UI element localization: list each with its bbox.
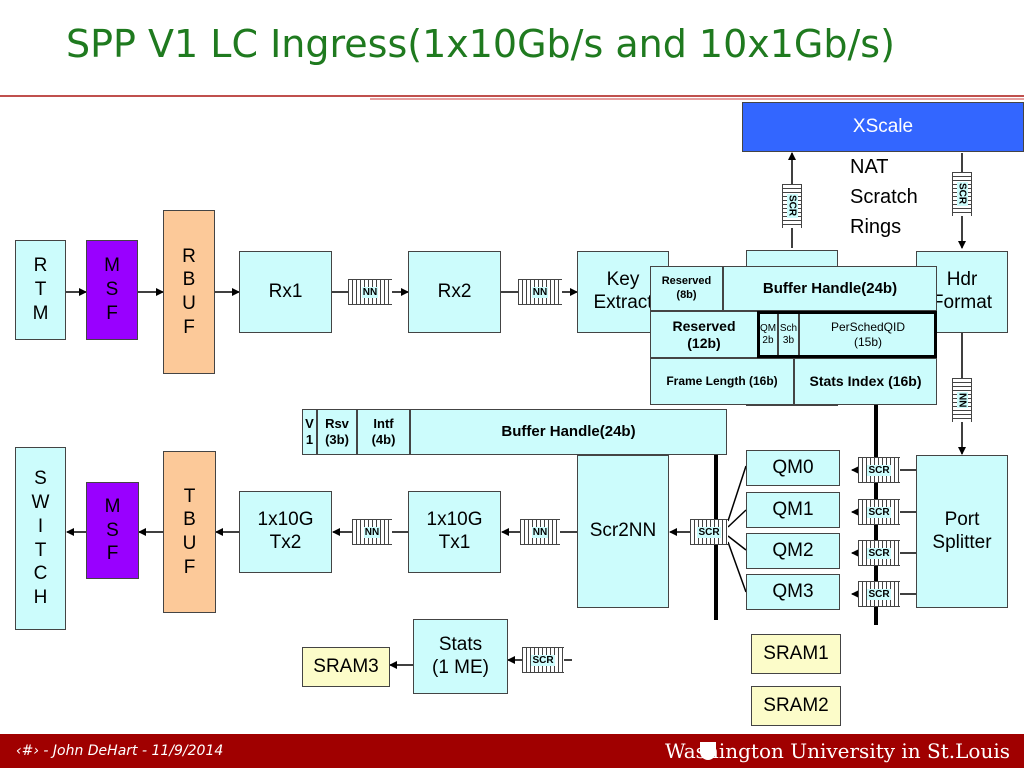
footer-bar: ‹#› - John DeHart - 11/9/2014 Washington…	[0, 734, 1024, 768]
field-intf: Intf (4b)	[357, 409, 410, 455]
stats-block: Stats (1 ME)	[413, 619, 508, 694]
field-stats-index: Stats Index (16b)	[794, 358, 937, 405]
field-buffer-handle-bottom: Buffer Handle(24b)	[410, 409, 727, 455]
field-reserved-8b: Reserved (8b)	[650, 266, 723, 311]
xscale-block: XScale	[742, 102, 1024, 152]
msf-bottom-block: M S F	[86, 482, 139, 579]
field-v: V 1	[302, 409, 317, 455]
rtm-block: R T M	[15, 240, 66, 340]
sram1-block: SRAM1	[751, 634, 841, 674]
nn-ring-scr2nn-tx1: NN	[520, 519, 560, 545]
field-frame-length: Frame Length (16b)	[650, 358, 794, 405]
title-divider	[0, 95, 1024, 97]
scr-ring-qm3: SCR	[858, 581, 900, 607]
rx2-block: Rx2	[408, 251, 501, 333]
qm3-block: QM3	[746, 574, 840, 610]
footer-university-name: Washington University in St.Louis	[664, 739, 1010, 763]
field-persched-qid: PerSchedQID (15b)	[799, 311, 937, 358]
scr-ring-qm-scr2nn: SCR	[690, 519, 728, 545]
nn-ring-tx1-tx2: NN	[352, 519, 392, 545]
qm0-block: QM0	[746, 450, 840, 486]
rx1-block: Rx1	[239, 251, 332, 333]
scr-ring-from-xscale: SCR	[952, 172, 972, 216]
port-splitter-block: Port Splitter	[916, 455, 1008, 608]
title-divider-accent	[370, 98, 1024, 100]
field-highlight-outline	[757, 311, 937, 358]
nn-ring-rx1-rx2: NN	[348, 279, 392, 305]
field-rsv: Rsv (3b)	[317, 409, 357, 455]
nat-scratch-rings-label: NAT Scratch Rings	[850, 156, 918, 238]
qm2-block: QM2	[746, 533, 840, 569]
tx2-block: 1x10G Tx2	[239, 491, 332, 573]
rbuf-block: R B U F	[163, 210, 215, 374]
field-reserved-12b: Reserved (12b)	[650, 311, 758, 358]
scr-ring-qm0: SCR	[858, 457, 900, 483]
field-buffer-handle-top: Buffer Handle(24b)	[723, 266, 937, 311]
qm1-block: QM1	[746, 492, 840, 528]
sram2-block: SRAM2	[751, 686, 841, 726]
footer-left-text: ‹#› - John DeHart - 11/9/2014	[16, 743, 224, 759]
scr-ring-qm1: SCR	[858, 499, 900, 525]
scr-ring-stats: SCR	[522, 647, 564, 673]
nn-ring-hdr-port: NN	[952, 378, 972, 422]
tbuf-block: T B U F	[163, 451, 216, 613]
tx1-block: 1x10G Tx1	[408, 491, 501, 573]
switch-block: S W I T C H	[15, 447, 66, 630]
university-crest-icon	[700, 742, 716, 760]
scr-ring-to-xscale: SCR	[782, 184, 802, 228]
page-title: SPP V1 LC Ingress(1x10Gb/s and 10x1Gb/s)	[66, 22, 895, 66]
scr2nn-block: Scr2NN	[577, 455, 669, 608]
msf-top-block: M S F	[86, 240, 138, 340]
sram3-block: SRAM3	[302, 647, 390, 687]
scr-ring-qm2: SCR	[858, 540, 900, 566]
nn-ring-rx2-key: NN	[518, 279, 562, 305]
